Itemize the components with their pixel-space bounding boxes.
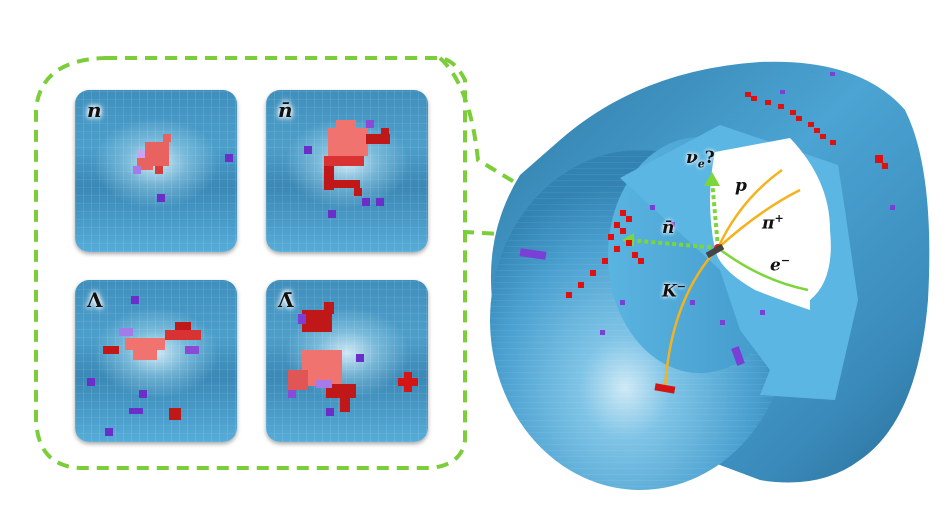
label-p: p: [735, 176, 747, 196]
detector-hits-purple: [519, 72, 895, 366]
label-e: e−: [770, 254, 791, 276]
detector-hits-top: [745, 92, 888, 169]
track-e: [717, 247, 809, 292]
label-nbar: n̄: [662, 218, 675, 238]
detector-hit-k-end: [654, 383, 676, 394]
detector-hits-nbar: [566, 210, 644, 298]
inset-panel-nbar: n̄: [266, 90, 428, 252]
track-pi: [717, 188, 801, 249]
callout-leader-top: [438, 56, 612, 242]
label-pi: π+: [762, 212, 784, 234]
label-k: K−: [662, 280, 686, 302]
panel-label-nbar: n̄: [278, 98, 293, 122]
label-nu: νe?: [686, 148, 715, 171]
track-nu: [710, 179, 720, 249]
track-k: [663, 247, 719, 391]
panel-label-lambdabar: Λ̄: [278, 288, 294, 312]
detector-opening: [710, 138, 831, 310]
inset-panel-lambda: Λ: [75, 280, 237, 442]
callout-box: [34, 56, 467, 470]
inset-panel-n: n: [75, 90, 237, 252]
panel-label-lambda: Λ: [87, 288, 103, 312]
inset-panel-lambdabar: Λ̄: [266, 280, 428, 442]
callout-leader-bottom: [463, 229, 611, 242]
track-nbar: [627, 238, 719, 250]
panel-label-n: n: [87, 98, 102, 122]
track-p: [716, 168, 783, 249]
